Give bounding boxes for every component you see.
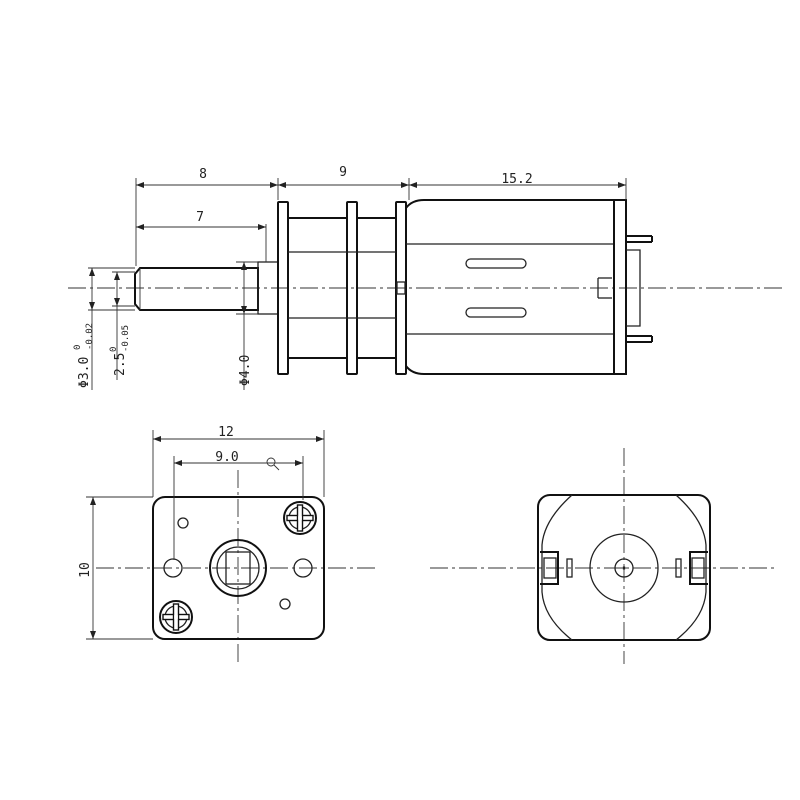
dia-boss-label: Φ4.0 <box>238 355 253 386</box>
screw-head-top-right <box>283 501 317 535</box>
terminal-left <box>540 551 573 585</box>
dim-shaft-flat-length: 7 <box>196 210 204 225</box>
dim-motor-length: 15.2 <box>501 172 532 187</box>
gearbox <box>277 201 407 375</box>
front-view: 12 9.0 10 <box>78 425 376 664</box>
screw-head-bottom-left <box>159 600 193 634</box>
dia-shaft-tol-lower: -0.02 <box>85 323 95 350</box>
dim-front-width: 12 <box>218 425 234 440</box>
rear-view <box>430 448 775 664</box>
dia-shaft-tol-upper: 0 <box>73 345 83 350</box>
dia-flat-tol-upper: 0 <box>109 347 119 352</box>
dia-flat-label: 2.5 <box>113 353 128 376</box>
terminal-right <box>675 551 708 585</box>
dia-shaft-label: Φ3.0 <box>77 357 92 388</box>
dim-output-length: 8 <box>199 167 207 182</box>
dim-front-height: 10 <box>78 562 93 578</box>
motor-body <box>405 199 615 375</box>
rear-housing <box>537 494 711 641</box>
side-top-dimensions <box>135 178 627 266</box>
dim-gearbox-length: 9 <box>339 165 347 180</box>
motor-end-cap <box>613 199 653 375</box>
mount-hole-left <box>163 558 183 578</box>
side-view: 8 9 15.2 7 Φ3.0 0 -0.02 2.5 <box>68 165 782 390</box>
front-faceplate <box>152 496 325 640</box>
rear-bearing <box>589 533 659 603</box>
dia-flat-tol-lower: -0.05 <box>121 325 131 352</box>
small-hole-bottom <box>279 598 291 610</box>
output-boss <box>209 539 267 597</box>
front-dimensions <box>86 430 325 640</box>
side-left-dimensions <box>88 261 258 390</box>
dim-hole-spacing: 9.0 <box>215 450 238 465</box>
small-hole-top <box>177 517 189 529</box>
mount-hole-right <box>293 558 313 578</box>
